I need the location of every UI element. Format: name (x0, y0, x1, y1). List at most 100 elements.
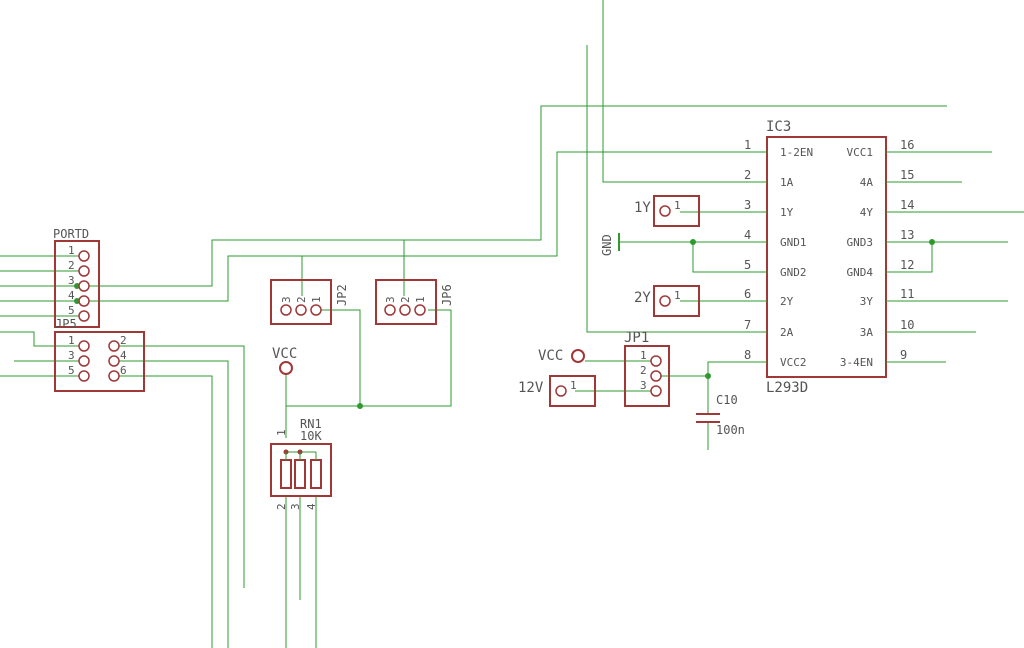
connector-2y: 2Y 1 (634, 285, 700, 317)
ic3-pin-num: 15 (900, 168, 914, 182)
wire-jp5-1 (0, 331, 84, 347)
ic3-value: L293D (766, 380, 808, 396)
connector-12v-pad (555, 385, 567, 397)
jp1-pad (650, 370, 662, 382)
jp1-name: JP1 (624, 330, 649, 346)
vcc-ring (279, 361, 293, 375)
ic3-pin-num: 3 (744, 198, 751, 212)
ic3-pin-num: 14 (900, 198, 914, 212)
junction-gnd (690, 239, 696, 245)
jp1-pin-num: 1 (640, 349, 647, 362)
vcc-ring (571, 349, 585, 363)
portd-pin-num: 3 (68, 274, 75, 287)
jp5-pad (78, 370, 90, 382)
jp5-header: JP5 1 3 5 2 4 6 (54, 317, 145, 392)
ic3-pin-name: 4A (860, 176, 874, 189)
jp5-pin-num: 2 (120, 334, 127, 347)
rn1-resistor (294, 459, 306, 489)
c10-value: 100n (716, 423, 745, 437)
portd-pad (78, 280, 90, 292)
junction-gnd34 (929, 239, 935, 245)
ic3-pin-name: 1-2EN (780, 146, 813, 159)
rn1-name: RN1 (300, 417, 322, 431)
jp2-name: JP2 (335, 284, 349, 306)
ic3-pin-num: 8 (744, 348, 751, 362)
portd-pad (78, 295, 90, 307)
ic3-pin-num: 2 (744, 168, 751, 182)
portd-pad (78, 265, 90, 277)
portd-name: PORTD (53, 227, 89, 241)
ic3-pin-name: GND2 (780, 266, 807, 279)
rn1-body (270, 443, 332, 497)
jp6-header: 3 2 1 JP6 (375, 279, 454, 325)
jp5-pin-num: 1 (68, 334, 75, 347)
jp5-pin-num: 5 (68, 364, 75, 377)
ic3-pin-num: 6 (744, 287, 751, 301)
rn1-value: 10K (300, 429, 322, 443)
jp2-pad (295, 304, 307, 316)
portd-pin-num: 4 (68, 289, 75, 302)
jp5-pin-num: 6 (120, 364, 127, 377)
jp6-pin-num: 1 (414, 296, 427, 303)
jp2-pin-num: 3 (280, 296, 293, 303)
rn1-pin-num: 1 (275, 429, 288, 436)
rn1-pin-num: 3 (289, 503, 302, 510)
jp6-pin-num: 3 (384, 296, 397, 303)
c10-capacitor: C10 100n (696, 393, 745, 437)
connector-2y-pin: 1 (674, 289, 681, 302)
wire-pin7-2a (586, 45, 767, 333)
jp5-pad (78, 340, 90, 352)
jp5-name: JP5 (55, 317, 77, 331)
portd-pad (78, 250, 90, 262)
connector-1y-pin: 1 (674, 199, 681, 212)
junction-vcc2 (705, 373, 711, 379)
jp2-body (270, 279, 332, 325)
portd-body (54, 240, 100, 328)
jp2-pin-num: 2 (295, 296, 308, 303)
connector-12v-pin: 1 (570, 379, 577, 392)
jp5-pin-num: 4 (120, 349, 127, 362)
jp5-pad (108, 340, 120, 352)
rn1-resistor (310, 459, 322, 489)
ic3-pin-num: 7 (744, 318, 751, 332)
ic3-pin-name: 3A (860, 326, 874, 339)
ic3-pin-name: 1Y (780, 206, 794, 219)
rn1-pin-num: 2 (275, 503, 288, 510)
jp1-pad (650, 355, 662, 367)
connector-2y-pad (659, 295, 671, 307)
ic3-pin-num: 10 (900, 318, 914, 332)
jp1-header: JP1 1 2 3 (624, 330, 670, 407)
connector-12v-label: 12V (518, 380, 544, 396)
ic3-pin-num: 11 (900, 287, 914, 301)
jp1-body (624, 345, 670, 407)
connector-2y-label: 2Y (634, 290, 651, 306)
ic3-pin-name: 2Y (780, 295, 794, 308)
ic3-pin-num: 9 (900, 348, 907, 362)
rn1-resistor (280, 459, 292, 489)
wire-pin2-1a (602, 0, 767, 183)
connector-12v: 12V 1 (518, 375, 596, 407)
portd-pin-num: 1 (68, 244, 75, 257)
connector-1y-pad (659, 205, 671, 217)
ic3-pin-num: 4 (744, 228, 751, 242)
c10-name: C10 (716, 393, 738, 407)
wire-pin1-en (0, 151, 767, 302)
jp2-pin-num: 1 (310, 296, 323, 303)
jp2-header: 3 2 1 JP2 (270, 279, 349, 325)
wire-gnd2 (692, 242, 767, 273)
gnd-label: GND (600, 234, 614, 256)
jp2-pad (310, 304, 322, 316)
ic3-pin-name: GND1 (780, 236, 807, 249)
gnd-symbol: GND (600, 233, 620, 256)
junction-jp-common (357, 403, 363, 409)
connector-1y-label: 1Y (634, 200, 651, 216)
ic3-pin-name: 3Y (860, 295, 874, 308)
vcc-symbol-rn1: VCC (272, 346, 297, 375)
rn1-pin-num: 4 (305, 503, 318, 510)
connector-1y: 1Y 1 (634, 195, 700, 227)
jp5-pad (108, 370, 120, 382)
ic3-pin-name: GND3 (847, 236, 874, 249)
ic3-pin-num: 12 (900, 258, 914, 272)
